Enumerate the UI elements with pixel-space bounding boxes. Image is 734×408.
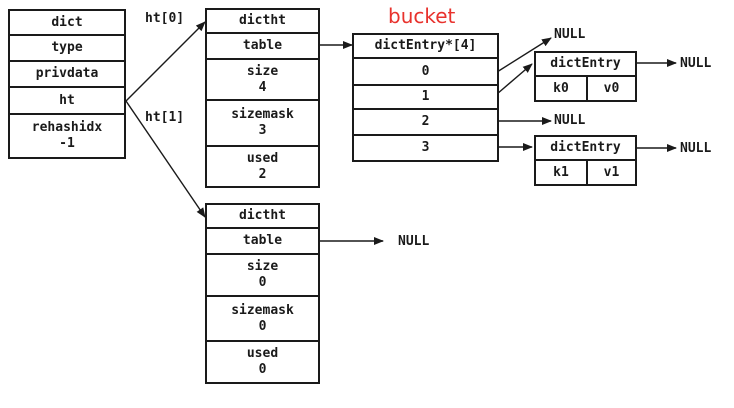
entry1-next-null-label: NULL [680, 141, 712, 156]
bucket-slot-3: 3 [352, 134, 499, 162]
bucket-header: dictEntry*[4] [352, 33, 499, 59]
bucket-slot-1: 1 [352, 84, 499, 110]
ht1-used-label: used [246, 346, 279, 361]
entry1-key: k1 [534, 159, 588, 186]
ht0-sizemask: sizemask 3 [205, 99, 320, 147]
ht0-table: table [205, 32, 320, 60]
dict-field-privdata: privdata [8, 60, 126, 88]
ht1-title: dictht [205, 203, 320, 229]
dict-field-dict: dict [8, 9, 126, 36]
dict-field-rehashidx: rehashidx -1 [8, 113, 126, 159]
dict-field-ht: ht [8, 86, 126, 115]
entry0-value: v0 [586, 75, 637, 102]
ht0-size-value: 4 [258, 79, 267, 95]
pointer-ht1-label: ht[1] [145, 110, 185, 125]
ht1-size-value: 0 [258, 275, 267, 290]
ht1-sizemask-value: 0 [258, 318, 267, 334]
pointer-ht0-label: ht[0] [145, 11, 185, 26]
rehashidx-value: -1 [59, 136, 75, 151]
ht0-sizemask-label: sizemask [231, 107, 294, 122]
arrow-ht1 [125, 100, 206, 218]
ht0-title: dictht [205, 8, 320, 34]
dict-field-type: type [8, 34, 126, 62]
arrow-slot0-null [496, 37, 552, 73]
arrow-slot1-entry0 [496, 63, 533, 95]
ht0-used-label: used [246, 150, 279, 166]
bucket-slot-2: 2 [352, 108, 499, 136]
slot0-null-label: NULL [554, 27, 586, 42]
bucket-slot-0: 0 [352, 57, 499, 86]
slot2-null-label: NULL [554, 113, 586, 128]
ht1-used: used 0 [205, 340, 320, 384]
arrow-ht0 [125, 21, 206, 102]
ht1-sizemask-label: sizemask [231, 302, 294, 318]
entry0-next-null-label: NULL [680, 56, 712, 71]
entry1-title: dictEntry [534, 135, 637, 161]
ht0-used: used 2 [205, 145, 320, 188]
bucket-title: bucket [388, 4, 456, 28]
ht0-size: size 4 [205, 58, 320, 101]
entry0-title: dictEntry [534, 51, 637, 77]
ht1-size-label: size [246, 259, 279, 274]
ht0-sizemask-value: 3 [258, 123, 267, 138]
rehashidx-label: rehashidx [31, 120, 103, 135]
ht1-table: table [205, 227, 320, 255]
ht1-sizemask: sizemask 0 [205, 295, 320, 342]
ht1-size: size 0 [205, 253, 320, 297]
ht0-used-value: 2 [258, 166, 267, 182]
entry1-value: v1 [586, 159, 637, 186]
ht1-table-null-label: NULL [398, 234, 430, 249]
ht0-size-label: size [246, 63, 279, 79]
ht1-used-value: 0 [258, 362, 267, 377]
entry0-key: k0 [534, 75, 588, 102]
